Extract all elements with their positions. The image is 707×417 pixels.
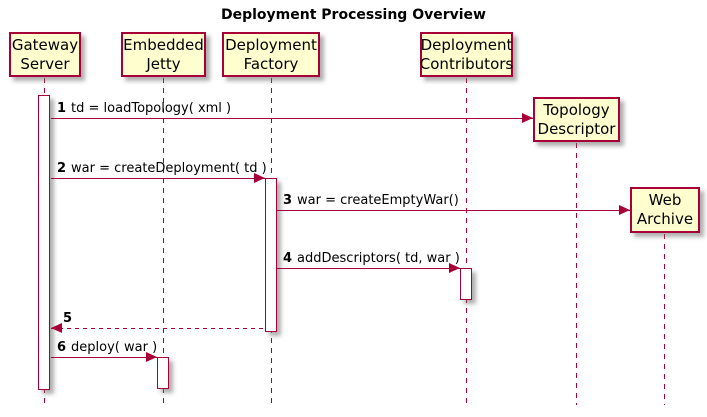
lifeline-embedded-jetty — [163, 78, 164, 405]
participant-topology-descriptor: Topology Descriptor — [533, 97, 620, 142]
activation-deployment-contributors — [460, 268, 472, 300]
message-1-number: 1 — [57, 101, 67, 116]
message-2-line — [51, 178, 265, 179]
participant-deployment-contributors: Deployment Contributors — [420, 32, 513, 77]
message-2-label: 2 war = createDeployment( td ) — [57, 161, 267, 176]
message-2-number: 2 — [57, 161, 67, 176]
message-3-text: war = createEmptyWar() — [297, 193, 459, 208]
message-1-text: td = loadTopology( xml ) — [71, 101, 232, 116]
message-1-label: 1 td = loadTopology( xml ) — [57, 101, 231, 116]
message-4-text: addDescriptors( td, war ) — [297, 251, 460, 266]
participant-embedded-jetty: Embedded Jetty — [121, 32, 206, 77]
message-3-arrowhead-icon — [619, 205, 630, 215]
activation-gateway-server — [38, 95, 50, 390]
message-6-arrowhead-icon — [146, 352, 157, 362]
message-4-label: 4 addDescriptors( td, war ) — [283, 251, 460, 266]
message-4-line — [277, 268, 460, 269]
participant-gateway-server: Gateway Server — [9, 32, 81, 77]
message-1-arrowhead-icon — [522, 113, 533, 123]
message-3-number: 3 — [283, 193, 293, 208]
participant-web-archive: Web Archive — [630, 187, 700, 233]
lifeline-topology-descriptor — [576, 143, 577, 405]
message-6-line — [51, 357, 157, 358]
activation-embedded-jetty — [157, 357, 169, 389]
message-4-number: 4 — [283, 251, 293, 266]
message-6-number: 6 — [57, 340, 67, 355]
message-2-text: war = createDeployment( td ) — [71, 161, 267, 176]
message-6-text: deploy( war ) — [71, 340, 158, 355]
message-3-label: 3 war = createEmptyWar() — [283, 193, 459, 208]
message-5-label: 5 — [63, 311, 77, 326]
message-5-line — [51, 328, 265, 329]
message-5-number: 5 — [63, 311, 73, 326]
lifeline-deployment-contributors — [466, 78, 467, 405]
message-6-label: 6 deploy( war ) — [57, 340, 157, 355]
lifeline-web-archive — [664, 234, 665, 405]
message-1-line — [51, 118, 533, 119]
activation-deployment-factory — [265, 178, 277, 332]
message-2-arrowhead-icon — [254, 173, 265, 183]
message-3-line — [277, 210, 630, 211]
diagram-title: Deployment Processing Overview — [221, 7, 486, 23]
message-4-arrowhead-icon — [449, 263, 460, 273]
participant-deployment-factory: Deployment Factory — [222, 32, 320, 77]
message-5-arrowhead-icon — [51, 323, 62, 333]
